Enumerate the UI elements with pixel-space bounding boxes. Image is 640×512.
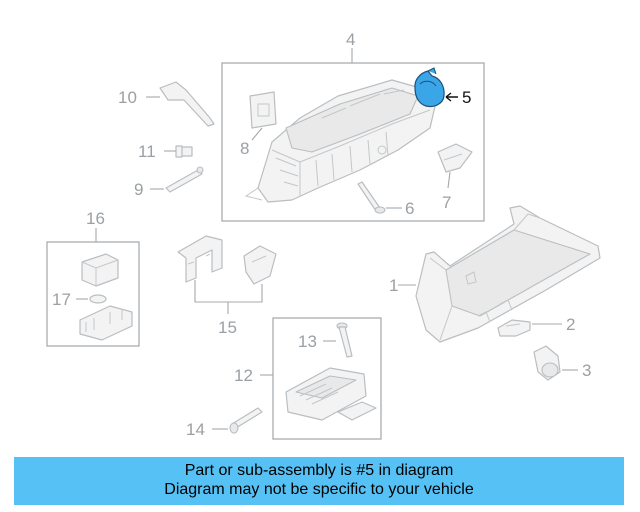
callout-4: 4: [346, 30, 355, 49]
callout-2: 2: [566, 315, 575, 334]
callout-6: 6: [405, 199, 414, 218]
arrow-5: [445, 92, 458, 102]
callout-11: 11: [138, 142, 156, 161]
part-6-pin: [357, 181, 386, 214]
callout-13: 13: [298, 332, 317, 351]
group-12-frame: [272, 317, 382, 440]
part-15-bracket-left: [177, 235, 223, 283]
part-13-bolt: [336, 322, 353, 358]
callout-16: 16: [86, 209, 105, 228]
info-banner: Part or sub-assembly is #5 in diagram Di…: [14, 457, 624, 505]
part-2-hinge-clip: [497, 319, 531, 337]
banner-line-1: Part or sub-assembly is #5 in diagram: [184, 462, 454, 479]
banner-line-2: Diagram may not be specific to your vehi…: [164, 481, 474, 498]
glovebox-housing: [244, 79, 437, 203]
group-4-frame: [221, 62, 485, 222]
callout-5: 5: [462, 88, 471, 107]
callout-7: 7: [442, 193, 451, 212]
part-15-clip-right: [243, 245, 277, 285]
callout-8: 8: [240, 139, 249, 158]
callout-1: 1: [389, 276, 398, 295]
part-14-screw: [229, 407, 263, 434]
part-9-rod: [165, 166, 204, 193]
group-16-frame: [46, 241, 140, 347]
callout-10: 10: [118, 88, 137, 107]
callout-12: 12: [234, 366, 253, 385]
callout-9: 9: [134, 180, 143, 199]
part-17-bulb: [89, 294, 107, 304]
part-11-screw: [175, 145, 193, 158]
part-16-lamp-housing: [79, 253, 133, 341]
part-5-highlighted: [414, 67, 445, 108]
part-8-plate: [249, 91, 277, 129]
callout-17: 17: [52, 290, 71, 309]
part-7-bracket: [437, 143, 473, 173]
leader-15: [194, 280, 263, 314]
part-1-glovebox-door: [415, 205, 601, 343]
part-3-lock-cylinder: [533, 345, 561, 381]
part-12-storage-box: [285, 367, 377, 421]
callout-14: 14: [186, 420, 205, 439]
callout-3: 3: [582, 361, 591, 380]
callout-15: 15: [218, 318, 237, 337]
part-10-latch-rod: [159, 81, 215, 127]
